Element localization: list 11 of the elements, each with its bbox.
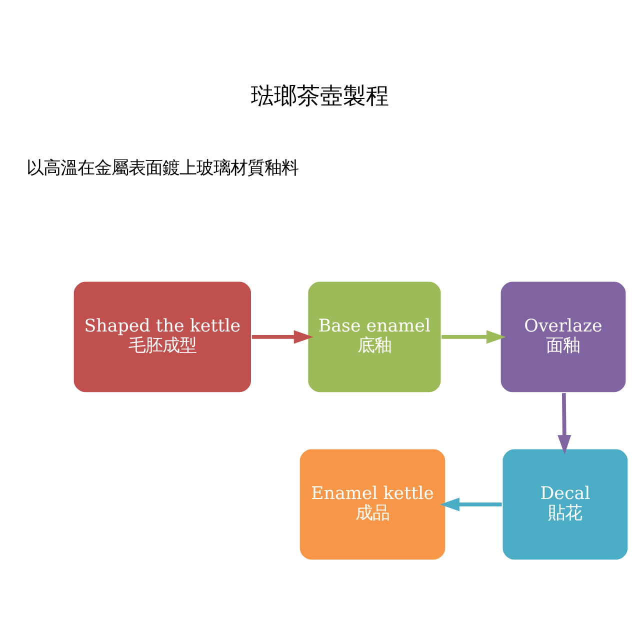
arrow — [442, 330, 506, 344]
arrow — [558, 392, 572, 454]
node-box: Decal 貼花 — [502, 448, 629, 560]
node-box: Shaped the kettle 毛胚成型 — [72, 280, 252, 393]
label: 以高溫在金屬表面鍍上玻璃材質釉料 — [26, 158, 298, 178]
node-box: Overlaze 面釉 — [500, 280, 627, 393]
node-box: Base enamel 底釉 — [307, 280, 442, 393]
node-box: Enamel kettle 成品 — [298, 448, 446, 560]
diagram-title: 琺瑯茶壺製程 — [251, 82, 389, 109]
arrow — [252, 330, 314, 344]
arrow — [440, 497, 502, 511]
